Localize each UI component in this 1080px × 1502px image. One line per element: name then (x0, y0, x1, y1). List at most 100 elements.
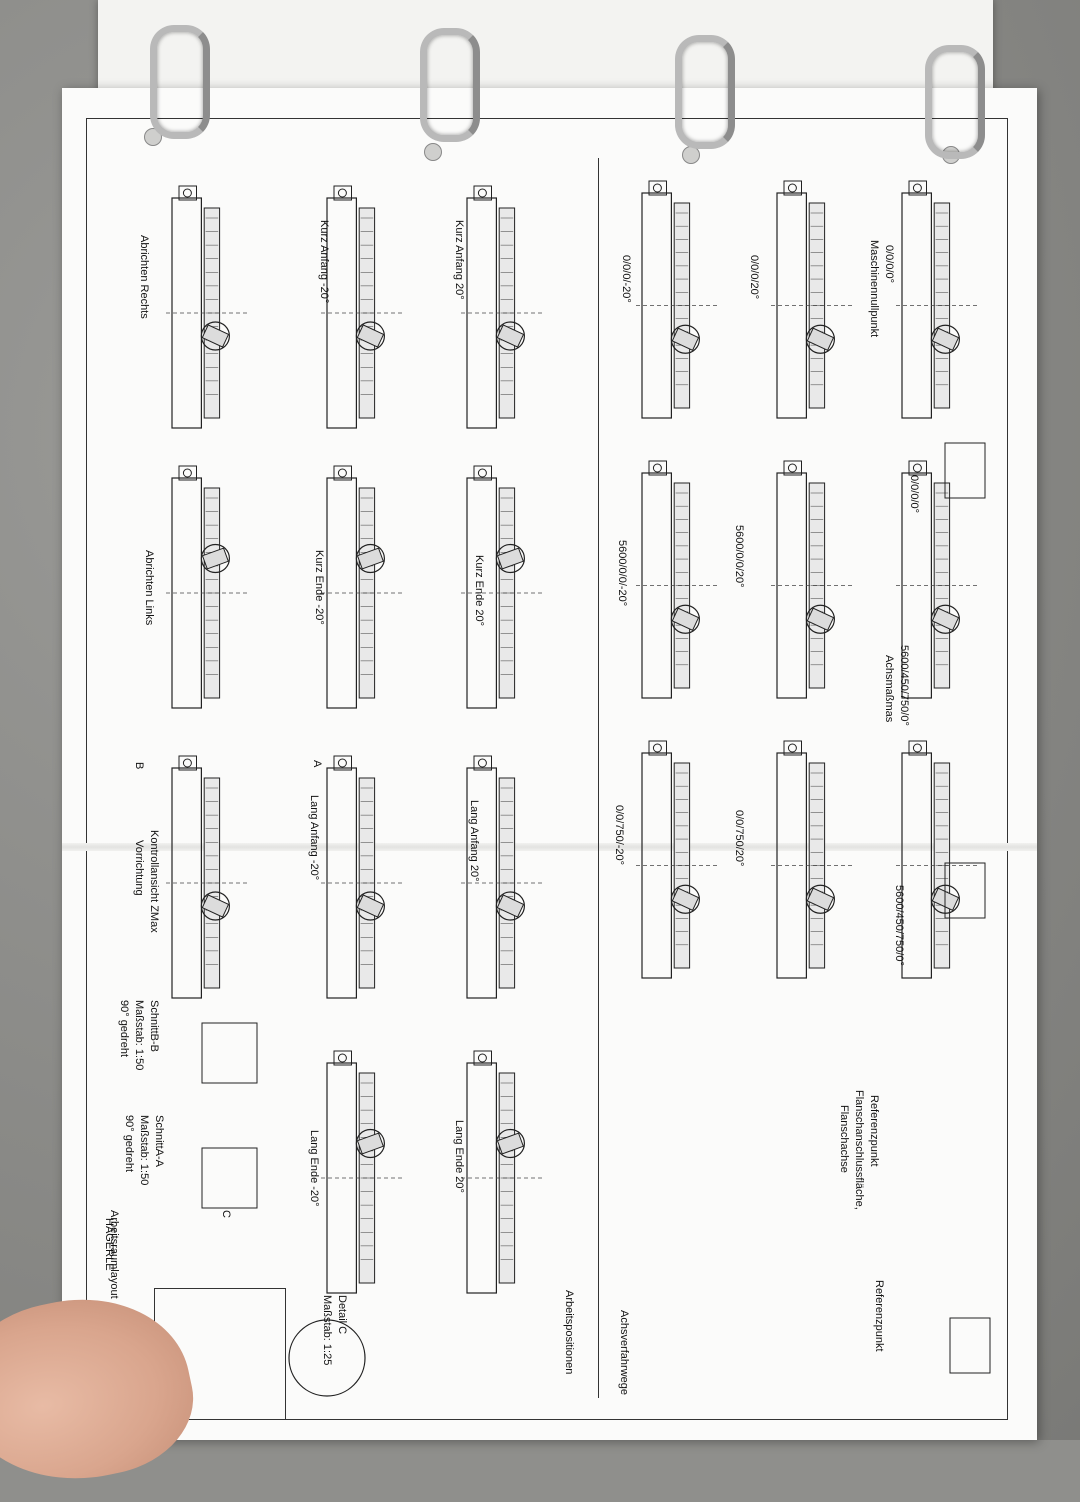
section-a-drawing (201, 1147, 258, 1209)
machine-head (783, 180, 802, 196)
label-kontroll-sub: Vorrichtung (133, 840, 145, 896)
tool-unit (931, 607, 960, 631)
label-detail-c: Detail C (336, 1295, 348, 1335)
machine-drawings (166, 180, 991, 1397)
rotary-head (495, 321, 525, 351)
drawing-sheet (62, 88, 1037, 1440)
binder-ring (150, 25, 210, 139)
detail-thumbnail (944, 442, 986, 499)
drawing-border (86, 118, 1008, 1420)
label-pos-750-m20: 0/0/750/-20° (613, 805, 625, 866)
label-axis-range: 5600/450/750/0° (898, 645, 910, 726)
section-b-drawing (201, 1022, 258, 1084)
label-lang-ende-m20: Lang Ende -20° (308, 1130, 320, 1207)
rotary-head (670, 324, 701, 354)
rotary-head (355, 1128, 385, 1159)
machine-head (178, 755, 197, 771)
label-detail-c-scale: Maßstab: 1:25 (321, 1295, 333, 1366)
machine-spindle (182, 468, 192, 478)
label-work-positions: Arbeitspositionen (563, 1290, 575, 1375)
tool-unit (496, 894, 525, 918)
rotary-head (495, 891, 525, 921)
machine-spindle (337, 188, 347, 198)
machine-spindle (182, 758, 192, 768)
label-pos-750-20: 0/0/750/20° (733, 810, 745, 867)
machine-spindle (787, 463, 797, 473)
label-pos-5600-m20: 5600/0/0/-20° (616, 540, 628, 607)
label-ref-point-sub1: Flanschanschlussfläche, (853, 1090, 865, 1210)
machine-spindle (337, 758, 347, 768)
label-schnitt-a-scale: Maßstab: 1:50 (138, 1115, 150, 1186)
rotary-head (355, 321, 385, 351)
machine-spindle (337, 468, 347, 478)
machine-spindle (477, 188, 487, 198)
rotary-head (200, 321, 230, 351)
detail-c-circle (288, 1319, 366, 1397)
machine-spindle (652, 183, 662, 193)
rotary-head (355, 891, 385, 921)
label-detail-c-mark: C (220, 1210, 232, 1218)
tool-unit (356, 1132, 384, 1155)
rotary-head (200, 891, 230, 921)
label-section-b: B (133, 762, 145, 770)
label-lang-ende-20: Lang Ende 20° (453, 1120, 465, 1193)
rotary-head (805, 324, 836, 354)
label-axis-travel: Achsverfahrwege (618, 1310, 630, 1395)
label-pos-0-0-0-20: 0/0/0/20° (748, 255, 760, 300)
label-axis-range-2: 5600/450/750/0° (893, 885, 905, 966)
machine-head (908, 740, 927, 756)
tool-unit (496, 324, 525, 348)
tool-unit (671, 327, 700, 351)
tool-unit (931, 327, 960, 351)
label-ref-point: Referenzpunkt (868, 1095, 880, 1167)
label-schnitt-b-scale: Maßstab: 1:50 (133, 1000, 145, 1071)
label-pos-0-0-0: 0/0/0/0° (908, 475, 920, 514)
label-kurz-ende-m20: Kurz Ende -20° (313, 550, 325, 625)
machine-spindle (477, 468, 487, 478)
machine-head (333, 465, 352, 481)
tool-unit (806, 607, 835, 631)
label-section-a: A (311, 760, 323, 768)
rotary-head (805, 604, 836, 634)
label-lang-anfang-20: Lang Anfang 20° (468, 800, 480, 882)
machine-head (648, 740, 667, 756)
machine-spindle (182, 188, 192, 198)
label-kurz-anfang-20: Kurz Anfang 20° (453, 220, 465, 300)
label-lang-anfang-m20: Lang Anfang -20° (308, 795, 320, 881)
label-pos-0-0-0-m20: 0/0/0/-20° (620, 255, 632, 303)
machine-head (473, 185, 492, 201)
label-abrichten-links: Abrichten Links (143, 550, 155, 626)
label-pos-5600-20: 5600/0/0/20° (733, 525, 745, 588)
label-machine-zero: 0/0/0/0° (883, 245, 895, 284)
machine-spindle (912, 463, 922, 473)
detail-thumbnail (944, 862, 986, 919)
tool-unit (356, 894, 385, 918)
label-abrichten-rechts: Abrichten Rechts (138, 235, 150, 319)
label-machine-zero-sub: Maschinennullpunkt (868, 240, 880, 338)
label-ref-point-2: Referenzpunkt (873, 1280, 885, 1352)
tool-unit (201, 894, 230, 918)
tool-unit (356, 547, 384, 570)
label-schnitt-b: SchnittB-B (148, 1000, 160, 1052)
machine-head (178, 185, 197, 201)
machine-spindle (787, 183, 797, 193)
tool-unit (806, 327, 835, 351)
machine-head (908, 460, 927, 476)
machine-spindle (337, 1053, 347, 1063)
section-divider (598, 158, 599, 1398)
tool-unit (496, 1132, 524, 1155)
label-kurz-ende-20: Kurz Ende 20° (473, 555, 485, 627)
machine-spindle (912, 743, 922, 753)
rotary-head (930, 324, 961, 354)
machine-spindle (787, 743, 797, 753)
machine-spindle (477, 1053, 487, 1063)
machine-head (333, 185, 352, 201)
detail-thumbnail (949, 1317, 991, 1374)
machine-head (783, 460, 802, 476)
tool-unit (671, 607, 700, 631)
label-kurz-anfang-m20: Kurz Anfang -20° (318, 220, 330, 304)
tool-unit (201, 324, 230, 348)
label-schnitt-a: SchnittA-A (153, 1115, 165, 1167)
machine-head (333, 755, 352, 771)
rotary-head (355, 543, 385, 574)
